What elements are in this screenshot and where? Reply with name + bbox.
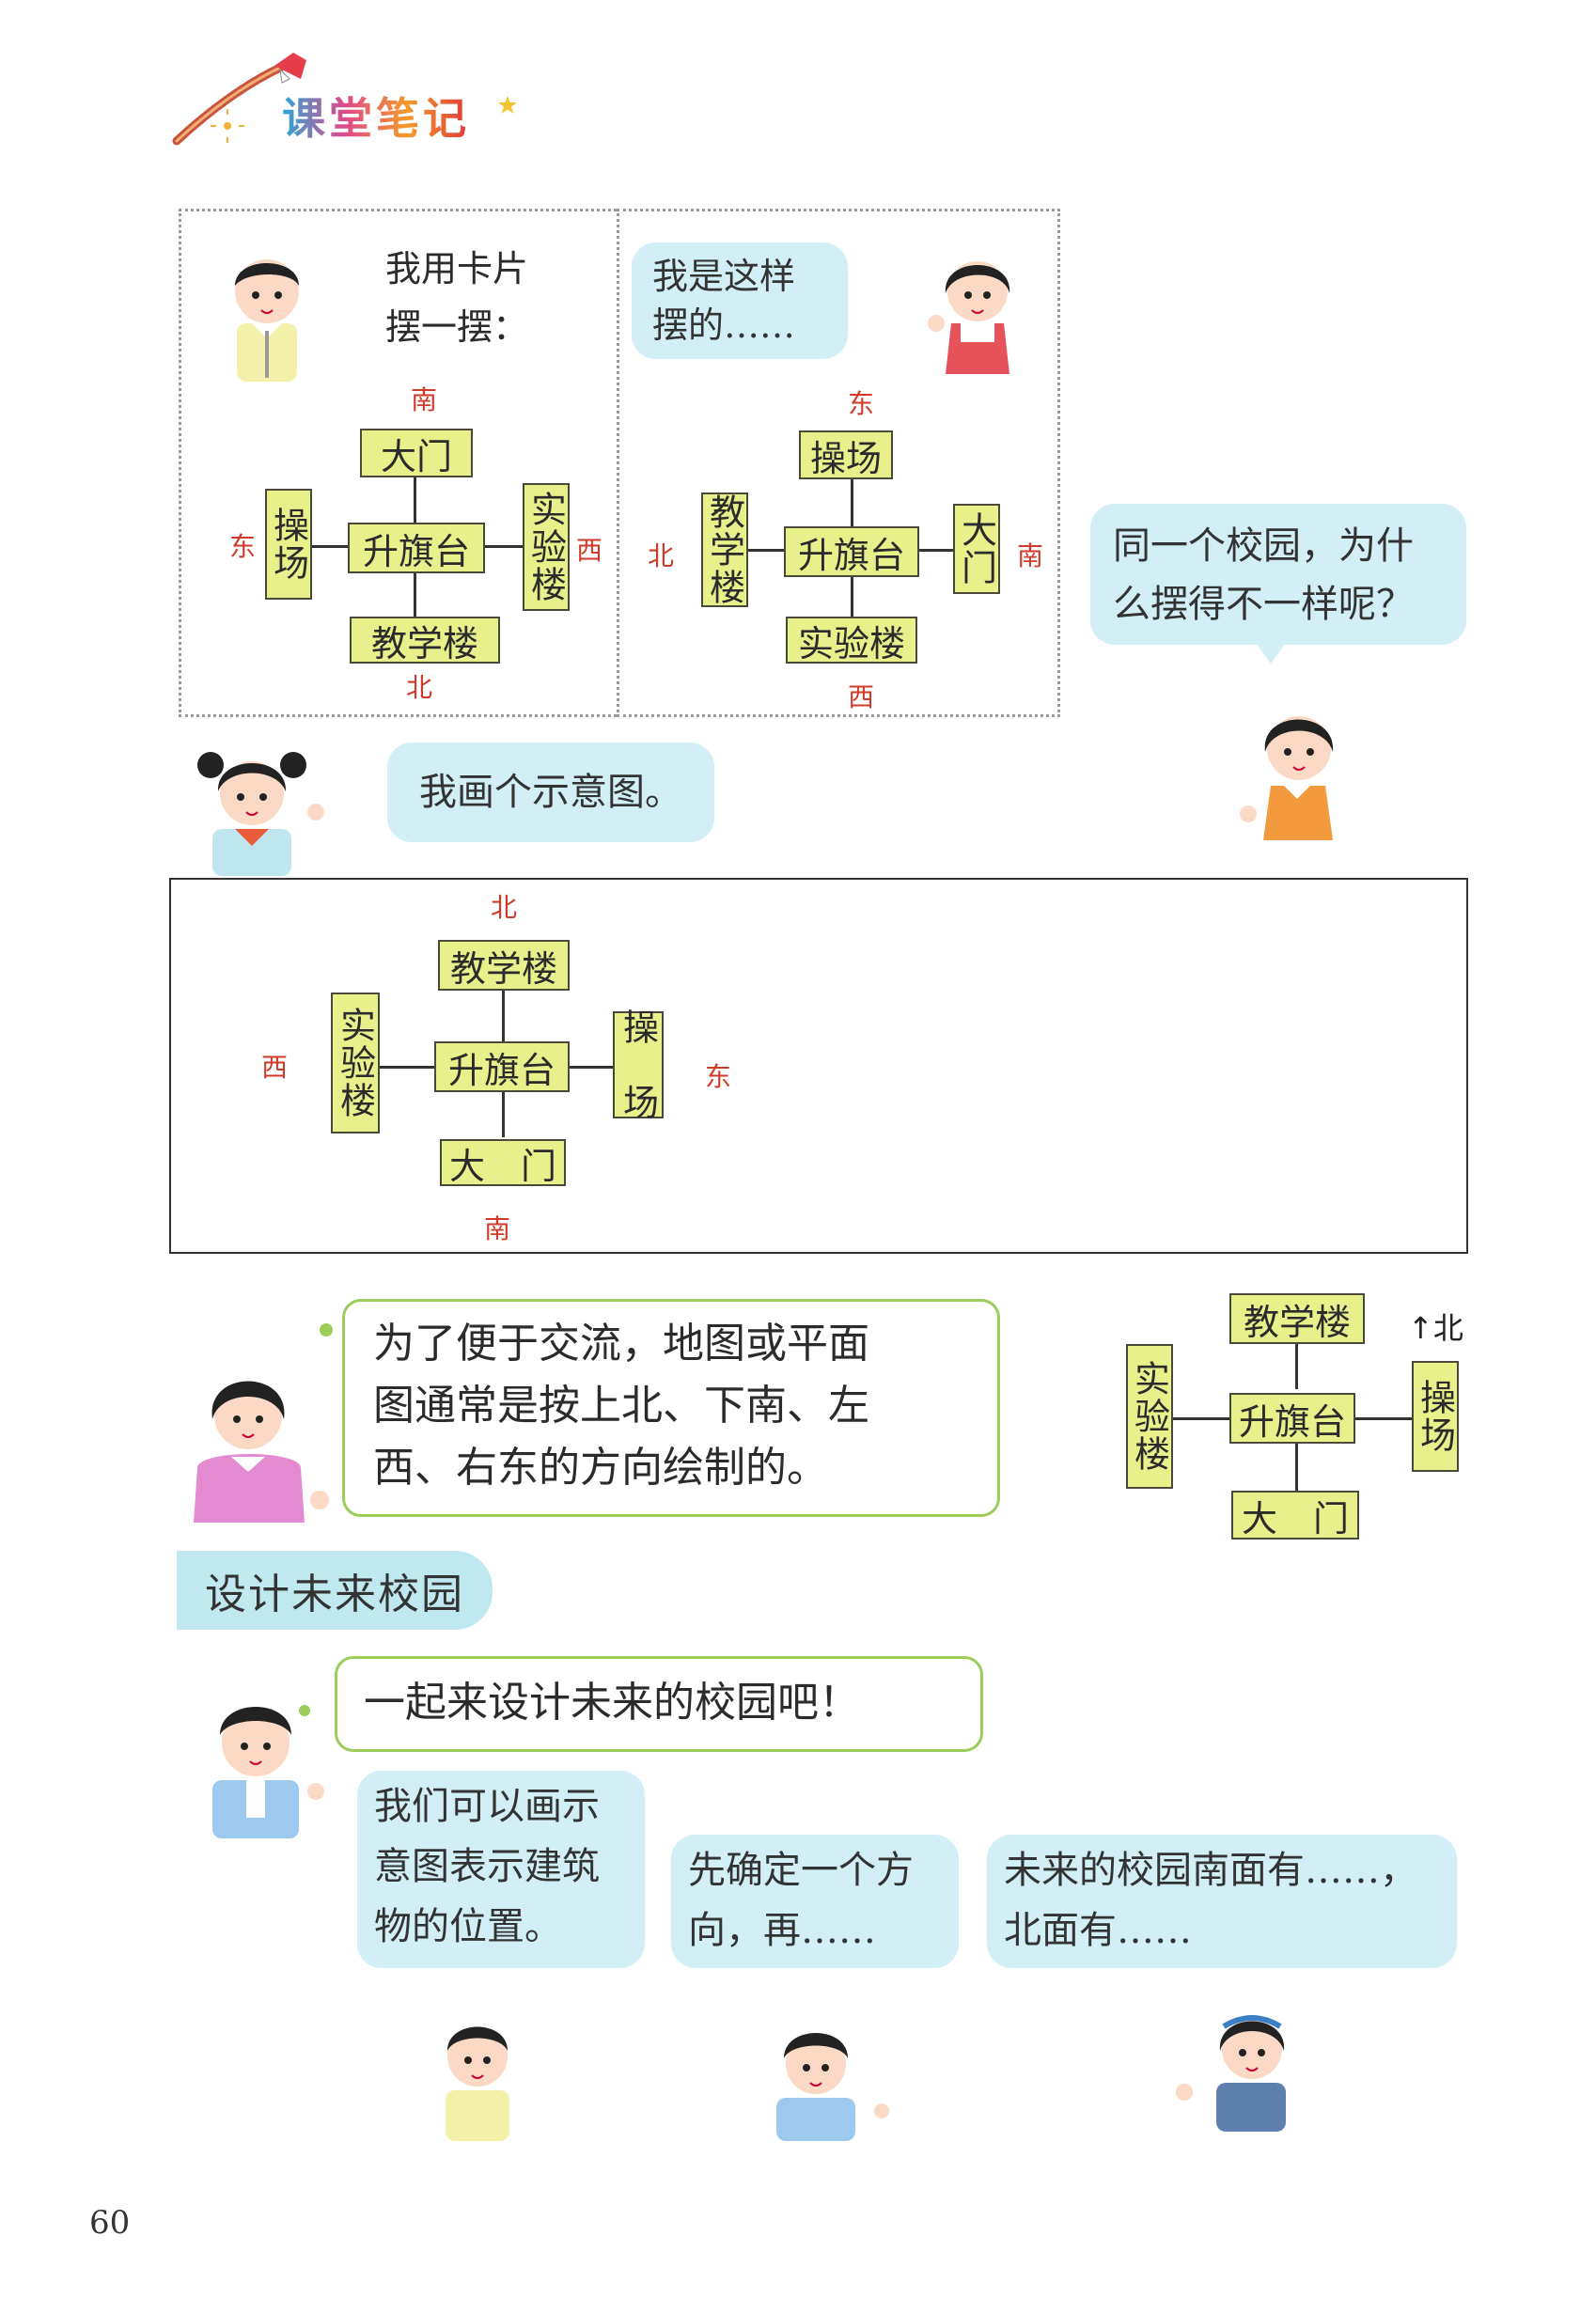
direction-left: 北 xyxy=(648,536,674,573)
girl-avatar xyxy=(925,237,1028,378)
question-bubble: 同一个校园，为什 么摆得不一样呢？ xyxy=(1090,504,1466,645)
boy-avatar xyxy=(430,2002,524,2143)
left-speech: 我用卡片 摆一摆： xyxy=(385,240,528,356)
direction-bottom: 南 xyxy=(484,1209,510,1246)
card-playground: 操场 xyxy=(265,489,312,600)
north-arrow-icon: ↑ xyxy=(1408,1310,1433,1346)
tip-bubble-2: 先确定一个方 向，再…… xyxy=(671,1835,959,1968)
card-lab-building: 实验楼 xyxy=(786,617,917,664)
direction-top: 南 xyxy=(411,380,437,417)
section-title: 设计未来校园 xyxy=(177,1551,493,1630)
design-bubble: 一起来设计未来的校园吧！ xyxy=(335,1656,983,1752)
card-teaching-building: 教学楼 xyxy=(438,940,570,991)
girl-ponytail-avatar xyxy=(184,737,335,878)
card-playground: 操场 xyxy=(799,430,893,479)
card-gate: 大 门 xyxy=(1231,1491,1359,1540)
girl-headband-avatar xyxy=(1166,1993,1307,2134)
direction-left: 东 xyxy=(229,526,256,564)
card-teaching-building: 教学楼 xyxy=(701,492,748,607)
direction-bottom: 西 xyxy=(848,677,874,714)
card-flag-platform: 升旗台 xyxy=(348,523,485,573)
card-flag-platform: 升旗台 xyxy=(1229,1393,1355,1444)
direction-left: 西 xyxy=(261,1047,288,1085)
page-number: 60 xyxy=(89,2204,130,2242)
direction-right: 南 xyxy=(1017,536,1043,573)
header-title: 课堂笔记 xyxy=(282,85,470,147)
tip-bubble-3: 未来的校园南面有……， 北面有…… xyxy=(987,1835,1457,1968)
tip-bubble-1: 我们可以画示 意图表示建筑 物的位置。 xyxy=(357,1771,645,1968)
card-playground: 操 场 xyxy=(613,1011,664,1118)
card-gate: 大门 xyxy=(953,504,1000,594)
card-playground: 操场 xyxy=(1412,1361,1459,1472)
direction-right: 西 xyxy=(576,530,602,568)
star-icon xyxy=(496,94,519,117)
card-teaching-building: 教学楼 xyxy=(1229,1293,1365,1344)
right-speech: 我是这样 摆的…… xyxy=(632,242,848,359)
girl-orange-avatar xyxy=(1231,686,1363,846)
north-indicator: ↑北 xyxy=(1408,1305,1463,1348)
direction-bottom: 北 xyxy=(406,667,432,705)
boy-blue-avatar xyxy=(752,2011,893,2143)
direction-top: 北 xyxy=(491,887,517,925)
card-teaching-building: 教学楼 xyxy=(350,617,500,664)
card-gate: 大门 xyxy=(360,429,473,477)
direction-right: 东 xyxy=(705,1056,731,1094)
card-gate: 大 门 xyxy=(440,1139,566,1186)
card-flag-platform: 升旗台 xyxy=(434,1041,570,1092)
boy-avatar xyxy=(224,237,310,387)
card-lab-building: 实验楼 xyxy=(523,483,570,611)
direction-top: 东 xyxy=(848,383,874,421)
card-flag-platform: 升旗台 xyxy=(784,526,919,577)
card-lab-building: 实验楼 xyxy=(331,993,380,1133)
sketch-bubble: 我画个示意图。 xyxy=(387,743,714,842)
convention-bubble: 为了便于交流，地图或平面 图通常是按上北、下南、左 西、右东的方向绘制的。 xyxy=(342,1299,1000,1517)
teacher-avatar xyxy=(179,1346,338,1524)
card-lab-building: 实验楼 xyxy=(1126,1344,1173,1489)
